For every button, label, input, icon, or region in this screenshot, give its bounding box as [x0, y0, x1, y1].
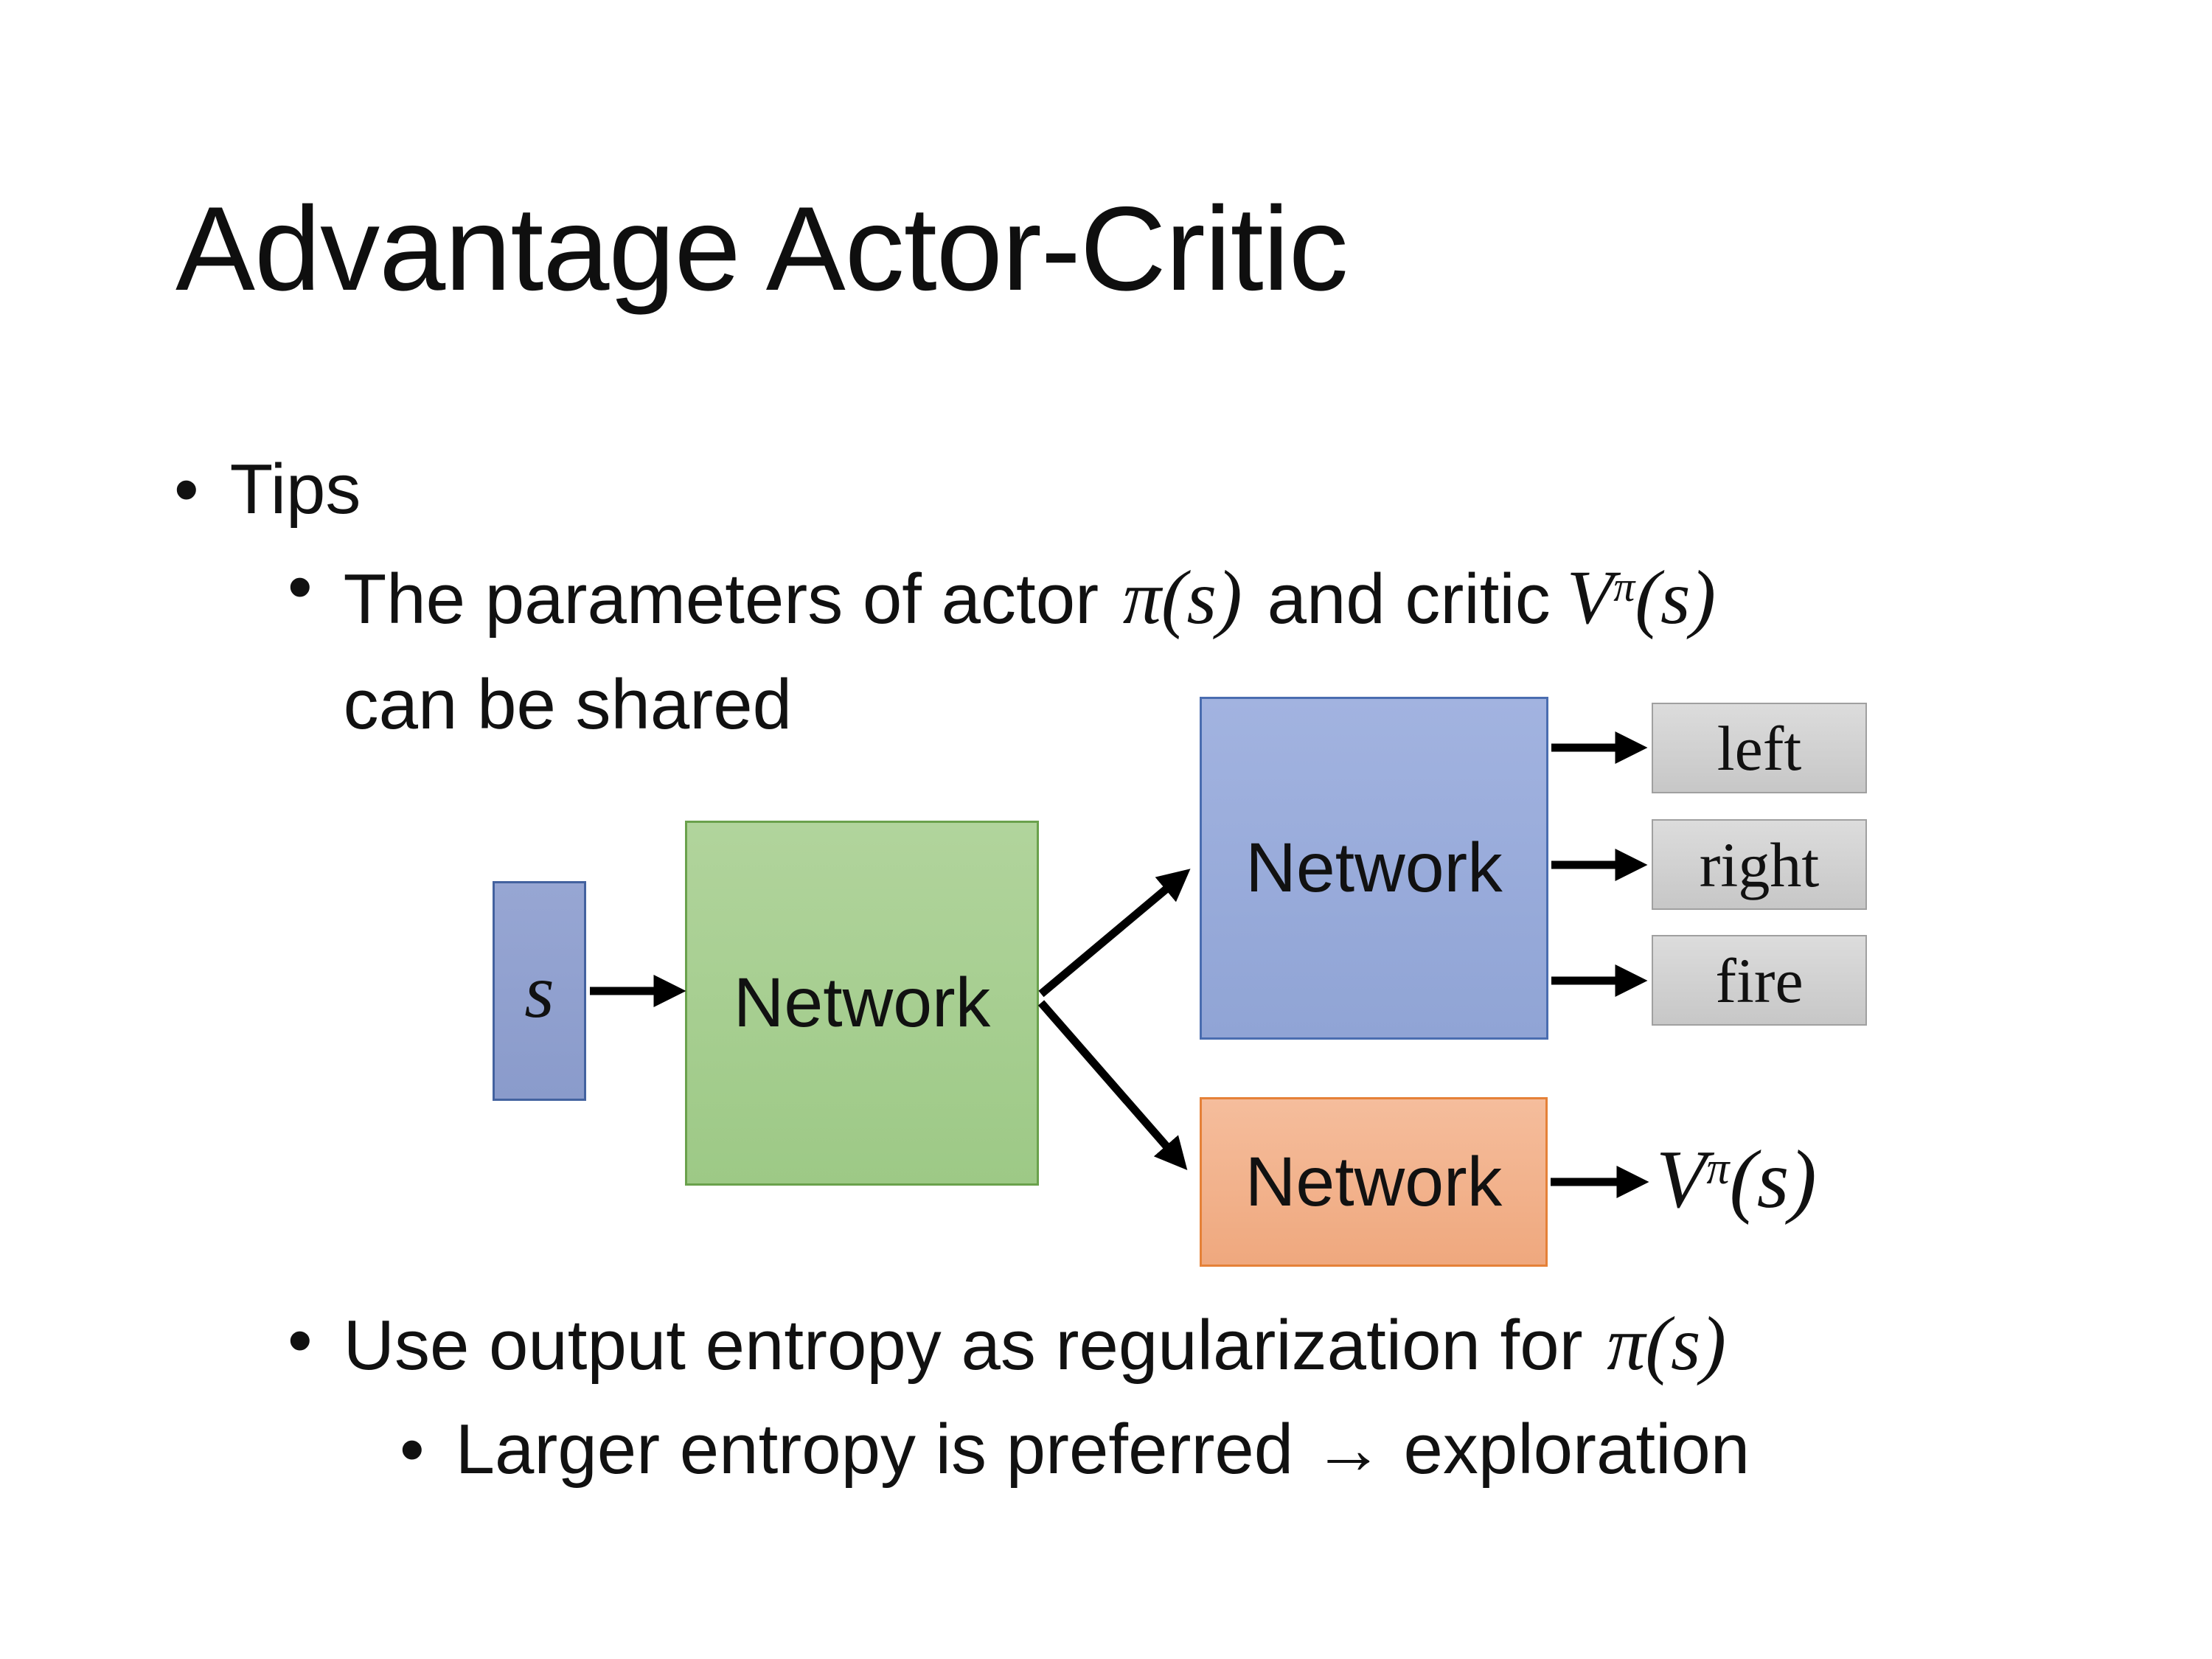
- action-box-left: left: [1652, 703, 1867, 793]
- action-right-label: right: [1699, 829, 1820, 900]
- bullet-row-parameters: • The parameters of actor π(s) and critic…: [288, 547, 1716, 753]
- entropy-policy-math: π(s): [1607, 1301, 1727, 1386]
- entropy-text: Use output entropy as regularization for…: [344, 1304, 1726, 1384]
- parameters-line-2: can be shared: [343, 665, 793, 744]
- action-box-fire: fire: [1652, 935, 1867, 1026]
- state-input-box: s: [493, 881, 586, 1101]
- actor-policy-math: π(s): [1122, 555, 1242, 640]
- value-args: (s): [1729, 1134, 1817, 1225]
- entropy-prefix: Use output entropy as regularization for: [343, 1306, 1603, 1385]
- bullet-icon: •: [400, 1410, 425, 1489]
- action-fire-label: fire: [1715, 945, 1804, 1016]
- arrow-shared-to-actor: [1038, 869, 1191, 998]
- critic-value-math: Vπ(s): [1567, 555, 1716, 640]
- actor-network-label: Network: [1245, 829, 1503, 907]
- bullet-row-tips: • Tips: [174, 450, 361, 529]
- exploration-label: Larger entropy is preferred → exploratio…: [455, 1410, 1750, 1489]
- critic-output-value: Vπ(s): [1656, 1133, 1817, 1228]
- bullet-icon: •: [288, 1301, 313, 1380]
- parameters-prefix: The parameters of actor: [343, 560, 1119, 639]
- value-base: V: [1656, 1134, 1707, 1225]
- action-box-right: right: [1652, 819, 1867, 910]
- critic-value-sup: π: [1613, 562, 1635, 611]
- shared-network-box: Network: [685, 821, 1039, 1186]
- bullet-row-exploration: • Larger entropy is preferred → explorat…: [400, 1410, 1750, 1489]
- state-label: s: [524, 948, 554, 1034]
- bullet-row-entropy: • Use output entropy as regularization f…: [288, 1301, 1726, 1384]
- actor-network-box: Network: [1200, 697, 1548, 1040]
- shared-network-label: Network: [733, 964, 991, 1042]
- critic-network-label: Network: [1245, 1142, 1503, 1221]
- bullet-icon: •: [174, 450, 199, 529]
- critic-value-args: (s): [1635, 555, 1717, 640]
- slide-title: Advantage Actor-Critic: [175, 182, 1349, 316]
- critic-value-base: V: [1566, 555, 1614, 640]
- action-left-label: left: [1717, 712, 1802, 784]
- tips-label: Tips: [229, 450, 361, 529]
- bullet-icon: •: [288, 547, 313, 626]
- value-sup: π: [1706, 1143, 1730, 1194]
- critic-network-box: Network: [1200, 1097, 1548, 1267]
- arrow-shared-to-critic: [1037, 1000, 1188, 1170]
- parameters-mid: and critic: [1267, 560, 1551, 639]
